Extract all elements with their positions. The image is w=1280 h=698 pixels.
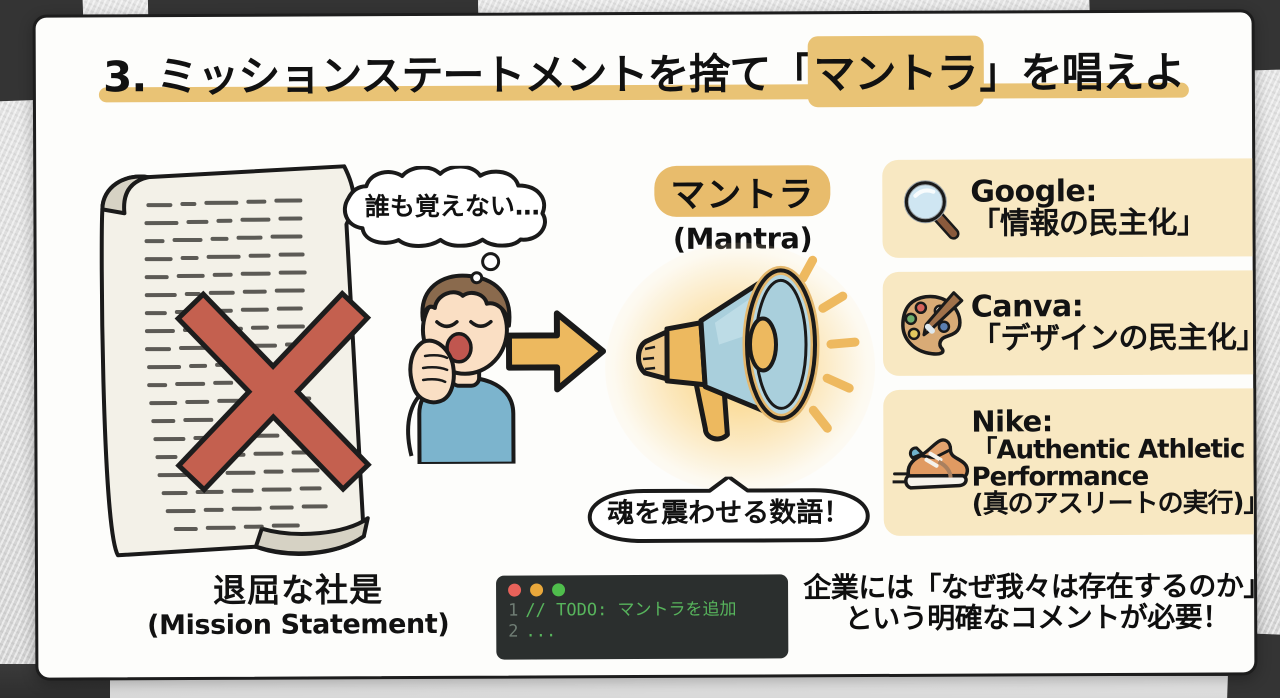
code-line-2-number: 2 — [508, 621, 519, 642]
thought-bubble: 誰も覚えない… — [332, 165, 572, 248]
left-caption-en: (Mission Statement) — [147, 608, 450, 641]
card-nike-brand: Nike: — [971, 404, 1053, 439]
card-nike-quote-line2: Performance — [971, 461, 1149, 493]
artist-palette-icon — [891, 289, 971, 359]
left-caption: 退屈な社是 (Mission Statement) — [133, 570, 463, 641]
yawning-person-illustration — [367, 263, 568, 466]
title-text-part2: を唱えよ — [1020, 47, 1185, 98]
closing-statement-line2: という明確なコメントが必要！ — [844, 600, 1230, 636]
code-block: 1 // TODO: マントラを追加 2... — [496, 574, 789, 660]
card-canva-brand: Canva: — [970, 288, 1084, 325]
speech-bubble-text: 魂を震わせる数語！ — [607, 496, 851, 529]
card-nike-quote-line3: (真のアスリートの実行)」 — [971, 488, 1255, 520]
card-google-quote: 「情報の民主化」 — [970, 205, 1207, 242]
left-caption-jp: 退屈な社是 — [212, 570, 384, 610]
cross-out-mark — [174, 290, 372, 494]
title-number: 3. — [102, 52, 147, 102]
thought-bubble-text: 誰も覚えない… — [364, 191, 540, 222]
background-bottom-strip — [110, 676, 1280, 698]
title-text-part1: ミッションステートメントを捨て — [156, 49, 771, 102]
code-line-1-number: 1 — [508, 600, 519, 621]
megaphone-sound-lines — [798, 255, 860, 433]
boring-mission-statement-illustration — [94, 146, 426, 567]
title-highlight-word: マントラ — [811, 40, 979, 102]
title-bracket-close: 」 — [979, 48, 1021, 98]
megaphone-illustration — [623, 252, 864, 479]
close-dot-icon[interactable] — [508, 583, 522, 597]
scroll-svg — [99, 164, 372, 558]
paper-sheet: 3.ミッションステートメントを捨て「マントラ」を唱えよ — [32, 9, 1258, 681]
mantra-label-jp: マントラ — [654, 164, 830, 220]
transition-arrow — [503, 297, 613, 407]
speech-bubble: 魂を震わせる数語！ — [584, 476, 874, 544]
code-line-1: 1 // TODO: マントラを追加 — [508, 599, 778, 621]
card-google[interactable]: Google: 「情報の民主化」 — [882, 158, 1255, 258]
code-line-2-text: ... — [525, 621, 557, 642]
card-google-brand: Google: — [970, 173, 1097, 210]
card-nike[interactable]: Nike: 「Authentic Athletic Performance (真… — [883, 388, 1255, 536]
code-line-1-text: // TODO: マントラを追加 — [525, 599, 737, 621]
window-control-dots — [508, 582, 778, 597]
code-line-2: 2... — [508, 620, 778, 642]
minimize-dot-icon[interactable] — [530, 583, 544, 597]
title-bracket-open: 「 — [770, 49, 812, 99]
magnifying-glass-icon — [890, 176, 970, 242]
closing-statement: 企業には「なぜ我々は存在するのか」 という明確なコメントが必要！ — [794, 569, 1255, 636]
thought-bubble-dots — [467, 248, 507, 293]
closing-statement-line1: 企業には「なぜ我々は存在するのか」 — [803, 569, 1255, 605]
card-canva-quote: 「デザインの民主化」 — [970, 320, 1255, 357]
running-shoe-icon — [891, 432, 971, 494]
card-nike-quote-line1: 「Authentic Athletic — [971, 434, 1245, 466]
maximize-dot-icon[interactable] — [552, 583, 566, 597]
card-canva[interactable]: Canva: 「デザインの民主化」 — [882, 270, 1255, 376]
page-title: 3.ミッションステートメントを捨て「マントラ」を唱えよ — [36, 38, 1252, 104]
brand-mantra-cards: Google: 「情報の民主化」 — [882, 158, 1255, 550]
